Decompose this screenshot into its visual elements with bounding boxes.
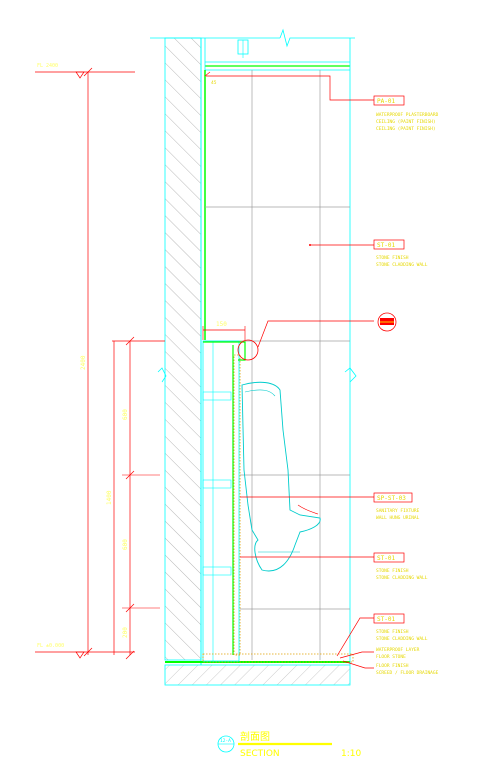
callout-5-code: ST-01: [377, 616, 395, 623]
callout-1-desc2: CEILING (PAINT FINISH): [376, 119, 436, 125]
detail-ref-callout: [237, 312, 397, 361]
floor-level-label: FL ±0.000: [37, 643, 64, 649]
total-height-dim: 2400: [80, 355, 87, 370]
title-chinese: 剖面图: [240, 730, 270, 743]
urinal-wall-frame: [202, 340, 354, 663]
callout-4-desc2: STONE CLADDING WALL: [376, 575, 428, 581]
lower-segment-dim: 200: [122, 627, 129, 638]
urinal-fixture: [241, 381, 321, 572]
callout-6-desc1: WATERPROOF LAYER: [376, 647, 420, 653]
dimension-urinal-zone: 1400: [106, 340, 165, 655]
callout-2-desc2: STONE CLADDING WALL: [376, 262, 428, 268]
title-english: SECTION: [240, 749, 280, 759]
callout-3-code: SP-ST-03: [377, 495, 406, 502]
level-marker-floor: FL ±0.000: [35, 643, 135, 659]
callout-6-desc2: FLOOR STONE: [376, 654, 406, 660]
cladding-grid: [204, 70, 350, 660]
upper-segment-dim: 600: [122, 409, 129, 420]
dimension-total: 2400: [80, 67, 93, 657]
callout-4: ST-01 STONE FINISH STONE CLADDING WALL: [240, 552, 428, 581]
callout-2-desc1: STONE FINISH: [376, 255, 409, 261]
middle-segment-dim: 600: [122, 539, 129, 550]
callout-1-desc3: CEILING (PAINT FINISH): [376, 126, 436, 132]
protrusion-dim: 150: [216, 321, 227, 328]
callout-6: WATERPROOF LAYER FLOOR STONE: [339, 647, 420, 660]
callout-4-desc1: STONE FINISH: [376, 568, 409, 574]
title-ref: 12-A: [220, 738, 231, 744]
dimension-protrusion: 150: [202, 321, 246, 340]
callout-7-desc2: SCREED / FLOOR DRAINAGE: [376, 670, 439, 676]
callout-1-code: PA-01: [377, 98, 395, 105]
level-marker-ceiling: FL 2400: [35, 63, 135, 79]
callout-1-desc1: WATERPROOF PLASTERBOARD: [376, 112, 439, 118]
callout-5: ST-01 STONE FINISH STONE CLADDING WALL: [336, 613, 428, 657]
structural-wall: [164, 37, 202, 665]
callout-2: ST-01 STONE FINISH STONE CLADDING WALL: [309, 239, 428, 268]
dimension-gap: 45: [204, 71, 217, 86]
urinal-zone-dim: 1400: [106, 490, 113, 505]
ceiling-level-label: FL 2400: [37, 63, 58, 69]
callout-3-desc1: SANITARY FIXTURE: [376, 508, 420, 514]
callout-4-code: ST-01: [377, 555, 395, 562]
callout-7-desc1: FLOOR FINISH: [376, 663, 409, 669]
callout-5-desc1: STONE FINISH: [376, 629, 409, 635]
gap-dim: 45: [211, 80, 217, 86]
ceiling-structure: [150, 28, 357, 665]
dimension-segments: 600 600 200: [122, 336, 160, 660]
callout-3-desc2: WALL HUNG URINAL: [376, 515, 420, 521]
callout-5-desc2: STONE CLADDING WALL: [376, 636, 428, 642]
title-block: 12-A 剖面图 SECTION 1:10: [217, 730, 361, 759]
callout-7: FLOOR FINISH SCREED / FLOOR DRAINAGE: [342, 660, 439, 676]
callout-3: SP-ST-03 SANITARY FIXTURE WALL HUNG URIN…: [240, 492, 420, 521]
title-scale: 1:10: [341, 749, 361, 759]
callout-1: PA-01 WATERPROOF PLASTERBOARD CEILING (P…: [206, 75, 439, 132]
floor-slab: [164, 661, 351, 686]
callout-2-code: ST-01: [377, 242, 395, 249]
